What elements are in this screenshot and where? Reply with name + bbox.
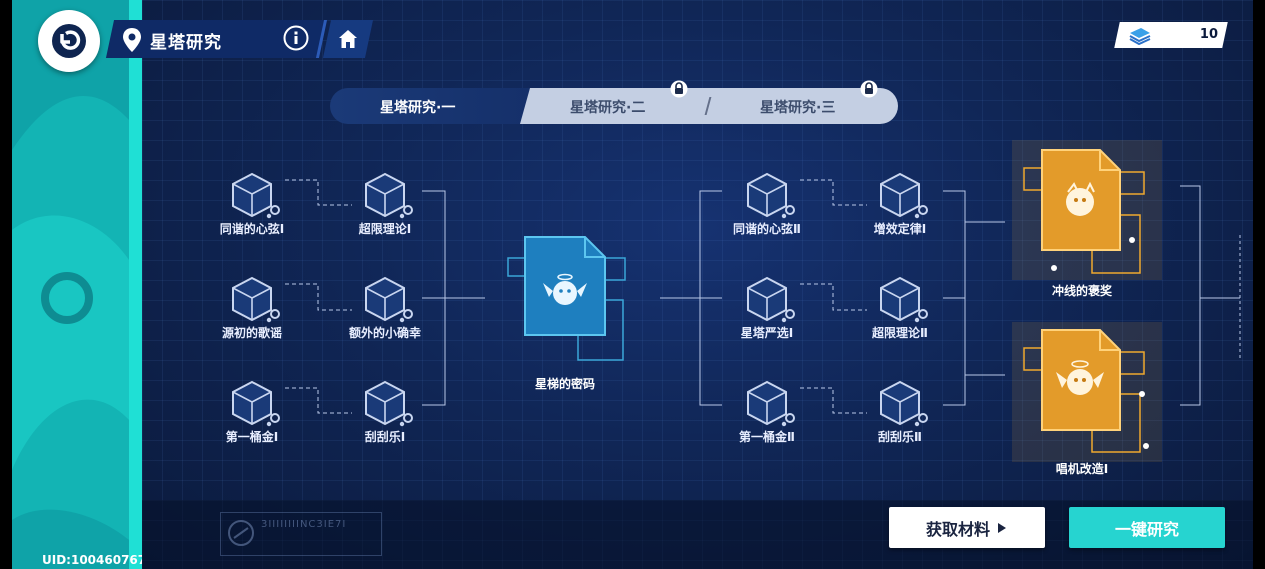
cube-icon (232, 381, 280, 428)
research-node-center[interactable]: 星梯的密码 (505, 225, 630, 391)
tab-research-3[interactable]: 星塔研究·三 (760, 100, 836, 116)
research-node[interactable]: 增效定律Ⅰ (845, 170, 955, 240)
node-label: 超限理论Ⅰ (358, 222, 412, 236)
research-node[interactable]: 超限理论Ⅰ (330, 170, 440, 240)
tab-research-1[interactable]: 星塔研究·一 (380, 100, 456, 116)
tab-bar: 星塔研究·一 星塔研究·二 星塔研究·三 (330, 80, 900, 124)
document-badge-icon (507, 236, 626, 361)
lock-icon (860, 80, 878, 98)
gold-document-icon (1012, 140, 1162, 280)
research-node-final[interactable]: 冲线的褒奖 (1012, 140, 1162, 298)
page-title: 星塔研究 (150, 33, 222, 53)
node-label: 同谐的心弦Ⅱ (733, 222, 801, 236)
research-node[interactable]: 刮刮乐Ⅱ (845, 378, 955, 448)
cube-icon (232, 277, 280, 324)
cube-icon (747, 381, 795, 428)
watermark-stamp: 3IIIIIIIINC3IE7I (220, 512, 382, 556)
tab-active-bg (330, 88, 530, 124)
side-stripe (129, 0, 142, 569)
ticket-icon (1129, 28, 1151, 45)
play-arrow-icon (998, 522, 1006, 533)
research-node[interactable]: 同谐的心弦Ⅰ (197, 170, 307, 240)
back-arrow-icon (52, 24, 86, 58)
cube-icon (365, 277, 413, 324)
one-click-research-label: 一键研究 (1114, 519, 1179, 539)
node-label: 同谐的心弦Ⅰ (219, 222, 285, 236)
gold-document-icon (1012, 322, 1162, 462)
one-click-research-button[interactable]: 一键研究 (1069, 507, 1225, 548)
node-label: 星梯的密码 (534, 377, 595, 391)
node-label: 超限理论Ⅱ (872, 326, 928, 340)
node-label: 刮刮乐Ⅰ (364, 430, 406, 444)
cube-icon (747, 277, 795, 324)
uid-label: UID:100460767 (42, 553, 142, 567)
research-node[interactable]: 超限理论Ⅱ (845, 274, 955, 344)
left-frame (0, 0, 12, 569)
cube-icon (880, 277, 928, 324)
get-materials-label: 获取材料 (925, 519, 990, 539)
research-node[interactable]: 刮刮乐Ⅰ (330, 378, 440, 448)
node-label: 唱机改造Ⅰ (1055, 462, 1109, 476)
research-node[interactable]: 第一桶金Ⅱ (712, 378, 822, 448)
lock-icon (670, 80, 688, 98)
emblem-icon (228, 520, 254, 546)
back-button[interactable] (38, 10, 100, 72)
research-node[interactable]: 星塔严选Ⅰ (712, 274, 822, 344)
location-pin-icon (123, 28, 141, 52)
node-label: 第一桶金Ⅰ (225, 430, 279, 444)
node-label: 源初的歌谣 (221, 326, 282, 340)
cube-icon (880, 381, 928, 428)
cube-icon (880, 173, 928, 220)
tab-inactive-bg (520, 88, 898, 124)
node-label: 额外的小确幸 (348, 326, 421, 340)
node-label: 第一桶金Ⅱ (739, 430, 795, 444)
research-node-final[interactable]: 唱机改造Ⅰ (1012, 322, 1162, 476)
info-icon[interactable] (283, 25, 309, 51)
cube-icon (365, 173, 413, 220)
tab-research-2[interactable]: 星塔研究·二 (570, 100, 646, 116)
cube-icon (365, 381, 413, 428)
cube-icon (747, 173, 795, 220)
research-node[interactable]: 同谐的心弦Ⅱ (712, 170, 822, 240)
research-node[interactable]: 额外的小确幸 (330, 274, 440, 344)
node-label: 星塔严选Ⅰ (740, 326, 794, 340)
node-label: 刮刮乐Ⅱ (878, 430, 922, 444)
stamp-text: 3IIIIIIIINC3IE7I (261, 519, 347, 530)
bottom-band (142, 500, 1253, 569)
research-node[interactable]: 第一桶金Ⅰ (197, 378, 307, 448)
cube-icon (232, 173, 280, 220)
node-label: 冲线的褒奖 (1051, 284, 1112, 298)
right-frame (1253, 0, 1265, 569)
node-label: 增效定律Ⅰ (873, 222, 927, 236)
get-materials-button[interactable]: 获取材料 (889, 507, 1045, 548)
currency-value: 10 (1199, 27, 1218, 42)
research-node[interactable]: 源初的歌谣 (197, 274, 307, 344)
home-icon (339, 30, 357, 48)
